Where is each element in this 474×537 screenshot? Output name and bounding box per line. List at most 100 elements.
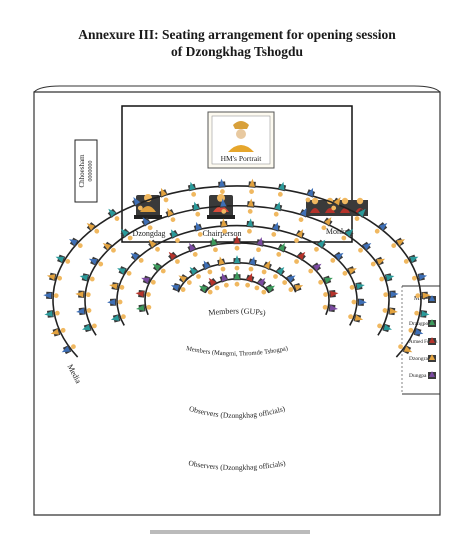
seat	[178, 274, 192, 285]
page-title: Annexure III: Seating arrangement for op…	[0, 26, 474, 60]
seat	[414, 310, 430, 318]
seat	[370, 256, 386, 267]
seat	[152, 262, 166, 274]
seat	[341, 228, 354, 241]
seat	[342, 266, 357, 276]
seat	[219, 198, 227, 214]
seat	[248, 178, 256, 194]
seat	[382, 307, 398, 316]
seat	[273, 266, 285, 279]
seat	[246, 218, 254, 234]
seat	[117, 266, 132, 276]
legend-item-dungpa: Dungpa	[409, 373, 427, 379]
seat	[330, 251, 344, 263]
dzongdag-label: Dzongdag	[133, 229, 166, 238]
seat	[207, 277, 220, 291]
seat	[193, 222, 203, 237]
seat	[294, 229, 305, 243]
seat	[165, 207, 176, 223]
seat	[261, 260, 272, 275]
seat	[377, 323, 393, 333]
seat	[331, 197, 342, 211]
seating-row-arc	[116, 224, 358, 326]
seat	[374, 222, 388, 234]
seat	[348, 314, 364, 323]
seat	[349, 282, 365, 291]
seat	[107, 298, 123, 306]
row-label-observers-outer: Observers (Dzongkhag officials)	[188, 458, 287, 472]
seat	[321, 217, 333, 231]
legend-item-dzongrab: Dzongrab	[409, 356, 431, 362]
seat	[130, 251, 144, 263]
seat	[168, 251, 180, 264]
seat	[314, 239, 326, 252]
chhoesham-title: Chhoesham	[78, 154, 86, 188]
seat	[273, 201, 283, 217]
portrait-frame	[207, 111, 275, 169]
legend-icons	[428, 295, 436, 379]
seat	[61, 344, 76, 355]
legend-item-drangpon: Drangpon	[409, 321, 431, 327]
seat	[136, 304, 152, 313]
seat	[88, 256, 104, 267]
seat	[46, 272, 63, 281]
seat	[245, 272, 255, 288]
floor-strip	[150, 530, 310, 534]
seat	[403, 254, 419, 264]
seat	[276, 242, 287, 257]
hall-top-edge	[33, 85, 441, 93]
seat	[43, 291, 59, 299]
seat	[158, 187, 169, 203]
row-label-members-gups: Members (GUPs)	[208, 306, 267, 317]
seat	[218, 178, 226, 194]
legend-item-mps: MPs	[414, 296, 426, 302]
seat	[50, 327, 66, 337]
seat	[277, 181, 287, 197]
seat	[383, 290, 399, 298]
seat	[191, 201, 201, 217]
seat	[323, 290, 339, 298]
seat	[305, 187, 316, 203]
seat	[298, 207, 309, 223]
seat	[170, 282, 186, 292]
seat	[408, 327, 424, 337]
seat	[261, 284, 276, 295]
hall-outline	[33, 91, 441, 516]
seat	[308, 262, 322, 274]
seat	[81, 323, 97, 333]
seat	[198, 284, 213, 295]
seat	[358, 241, 372, 253]
seat	[141, 275, 156, 285]
seat	[69, 237, 83, 249]
legend: MPs Drangpon Armed Forces Dzongrab Dungp…	[401, 285, 441, 395]
seating-rows	[43, 178, 431, 358]
seat	[282, 274, 296, 285]
seat	[187, 242, 198, 257]
seat	[233, 235, 241, 251]
seat	[247, 198, 255, 214]
seat	[271, 222, 281, 237]
seat	[148, 239, 160, 252]
seat	[391, 237, 405, 249]
seat	[220, 218, 228, 234]
seat	[79, 273, 95, 282]
seat	[110, 314, 126, 323]
seat	[169, 229, 180, 243]
seat	[44, 310, 60, 318]
legend-item-armed-forces: Armed Forces	[409, 340, 438, 345]
seat	[102, 241, 116, 253]
seating-row-arc	[52, 185, 422, 358]
seat	[354, 208, 367, 221]
seat	[135, 290, 151, 298]
row-label-observers-inner: Observers (Dzongkhag officials)	[188, 404, 286, 420]
seat	[318, 275, 333, 285]
dzongdag-seat	[134, 194, 162, 219]
seat	[256, 237, 265, 253]
seat	[209, 237, 218, 253]
seat	[120, 228, 133, 241]
seat	[202, 260, 213, 275]
title-line-1: Annexure III: Seating arrangement for op…	[78, 27, 396, 42]
seat	[233, 271, 241, 287]
seating-row-arc	[84, 204, 390, 336]
